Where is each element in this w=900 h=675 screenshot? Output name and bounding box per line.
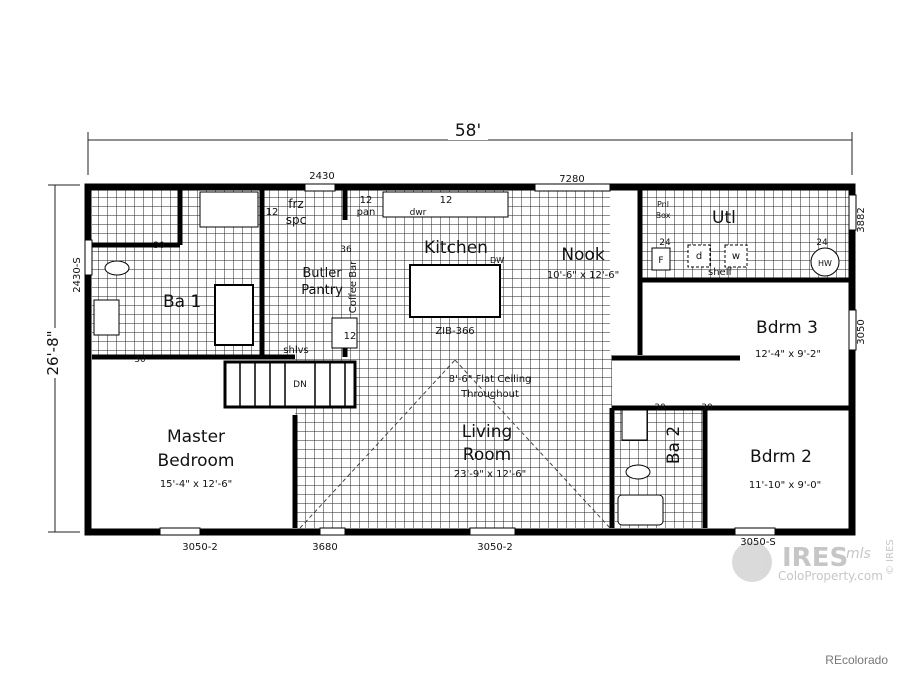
watermark-mls: mls (846, 546, 871, 562)
bdrm2-size: 11'-10" x 9'-0" (749, 480, 821, 491)
living-size: 23'-9" x 12'-6" (454, 469, 526, 480)
width-label: 58' (455, 121, 481, 141)
svg-text:3680: 3680 (312, 542, 337, 553)
bathtub-ba2 (617, 494, 664, 526)
closet-12 (331, 317, 358, 349)
svg-text:d: d (696, 251, 702, 262)
watermark-site: ColoProperty.com (778, 569, 883, 583)
kitchen-island (409, 264, 501, 318)
label-living-room: Room (463, 445, 511, 465)
depth-label: 26'-8" (44, 330, 62, 375)
label-panel: Pnl (657, 200, 669, 209)
svg-text:dwr: dwr (410, 208, 427, 218)
label-nook: Nook (561, 245, 605, 265)
ceiling-note: 8'-6" Flat Ceiling (449, 374, 532, 385)
label-living: Living (462, 422, 513, 442)
svg-text:7280: 7280 (559, 174, 584, 185)
svg-text:shlvs: shlvs (283, 345, 308, 356)
svg-text:2430: 2430 (309, 171, 334, 182)
watermark-brand: IRES (782, 543, 848, 573)
room-labels: Ba 1 Butler Pantry Coffee Bar Kitchen ZI… (158, 200, 822, 491)
label-pantry: Pantry (301, 283, 343, 298)
svg-text:36: 36 (340, 245, 352, 255)
svg-text:shelf: shelf (708, 267, 732, 278)
source-credit: REcolorado (825, 653, 888, 667)
svg-text:24: 24 (659, 238, 671, 248)
svg-text:pan: pan (357, 207, 376, 218)
watermark-copyright: © IRES (885, 539, 896, 575)
label-master: Master (167, 427, 225, 447)
ires-watermark: IRES mls ColoProperty.com © IRES (732, 539, 896, 583)
svg-text:30: 30 (134, 355, 146, 365)
svg-text:3882: 3882 (856, 207, 867, 232)
interior-walls (92, 190, 850, 528)
svg-text:12: 12 (360, 195, 373, 206)
nook-size: 10'-6" x 12'-6" (547, 270, 619, 281)
toilet-ba2 (625, 464, 651, 480)
label-dishwasher: DW (490, 256, 504, 265)
bdrm3-size: 12'-4" x 9'-2" (755, 349, 821, 360)
fixtures (93, 191, 840, 526)
water-heater (810, 247, 840, 277)
dryer (687, 244, 711, 268)
svg-text:frz: frz (288, 197, 303, 211)
ceiling-note-2: Throughout (460, 389, 519, 400)
svg-text:30: 30 (153, 241, 165, 251)
window-label-bdrm2: 3050-S (740, 537, 775, 548)
ires-logo-icon (732, 542, 772, 582)
windows (84, 183, 857, 536)
svg-text:30: 30 (701, 403, 713, 413)
svg-text:12: 12 (266, 207, 279, 218)
svg-text:24: 24 (816, 238, 828, 248)
svg-text:w: w (732, 251, 740, 262)
label-bdrm3: Bdrm 3 (756, 318, 818, 338)
label-master-bedroom: Bedroom (158, 451, 235, 471)
stairs-down-label: DN (293, 380, 307, 390)
window-labels: 2430 7280 2430-S 3882 3050 3050-2 3680 3… (72, 171, 867, 553)
stairs: DN (223, 360, 357, 409)
svg-text:HW: HW (818, 259, 832, 268)
label-ba1: Ba 1 (163, 292, 201, 312)
label-island: ZIB-366 (435, 326, 474, 337)
master-size: 15'-4" x 12'-6" (160, 479, 232, 490)
svg-text:12: 12 (440, 195, 453, 206)
svg-text:3050-2: 3050-2 (477, 542, 512, 553)
label-kitchen: Kitchen (424, 238, 488, 258)
vault-line (454, 359, 611, 529)
pantry-floor (262, 190, 345, 355)
shower-ba1 (199, 191, 259, 228)
label-box: Box (656, 211, 671, 220)
vault-line (299, 359, 456, 529)
svg-text:spc: spc (286, 213, 306, 227)
toilet-ba1 (104, 260, 130, 276)
fixture-labels: frz spc 12 12 pan dwr 12 12 shlvs 36 30 … (134, 195, 832, 413)
sink-ba1 (93, 299, 120, 336)
sink-ba2 (621, 409, 648, 441)
bathtub-ba1 (214, 284, 254, 346)
svg-text:2430-S: 2430-S (72, 257, 83, 292)
kitchen-counter (382, 191, 509, 218)
svg-text:3050: 3050 (856, 319, 867, 344)
width-dimension: 58' (87, 118, 853, 175)
svg-text:3050-2: 3050-2 (182, 542, 217, 553)
svg-text:12: 12 (344, 331, 357, 342)
furnace (651, 247, 671, 271)
label-bdrm2: Bdrm 2 (750, 447, 812, 467)
svg-text:30: 30 (654, 403, 666, 413)
label-butler: Butler (302, 266, 342, 281)
label-coffee-bar: Coffee Bar (348, 260, 359, 313)
svg-text:F: F (658, 256, 663, 266)
label-ba2: Ba 2 (664, 426, 684, 464)
label-utility: Utl (712, 208, 736, 228)
washer (724, 244, 748, 268)
depth-dimension: 26'-8" (40, 184, 80, 533)
